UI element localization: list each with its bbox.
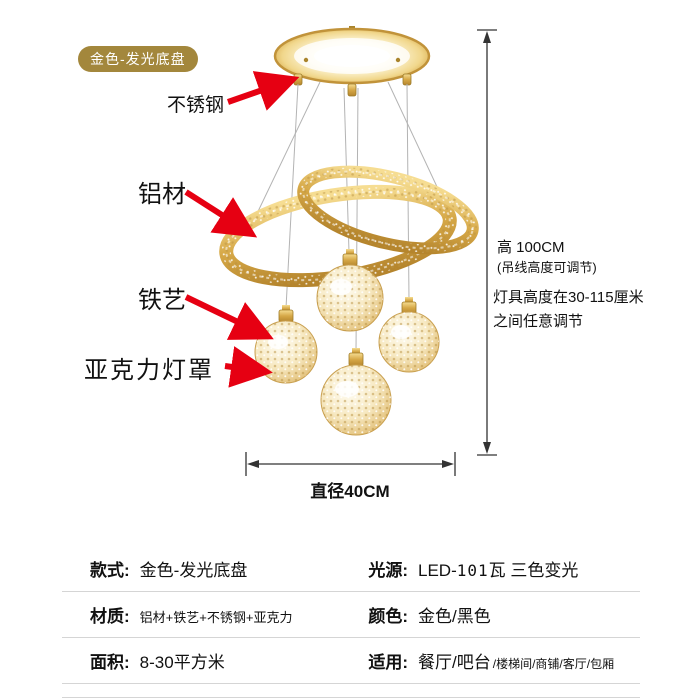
led-suffix: 瓦 三色变光	[488, 561, 579, 580]
crystal-ball-left	[254, 305, 318, 384]
height-value: 高 100CM	[497, 239, 565, 256]
arrow-iron	[184, 294, 274, 340]
spec-label-light-source: 光源:	[368, 561, 408, 580]
led-prefix: LED-	[418, 561, 457, 580]
label-iron: 铁艺	[138, 287, 186, 314]
height-dimension-line	[477, 29, 497, 456]
spec-label-usage: 适用:	[368, 653, 408, 672]
spec-row-material-color: 材质: 铝材+铁艺+不锈钢+亚克力 颜色: 金色/黑色	[62, 592, 640, 638]
label-stainless-steel: 不锈钢	[167, 95, 225, 116]
spec-value-light-source: LED-101瓦 三色变光	[418, 556, 578, 581]
spec-value-color: 金色/黑色	[418, 607, 491, 626]
height-range-note: 灯具高度在30-115厘米	[493, 289, 644, 306]
label-acrylic-shade: 亚克力灯罩	[84, 357, 214, 384]
led-wattage: 101	[456, 561, 489, 580]
spec-label-material: 材质:	[90, 607, 130, 626]
spec-row-style-source: 款式: 金色-发光底盘 光源: LED-101瓦 三色变光	[62, 546, 640, 592]
crystal-ball-top	[316, 249, 384, 332]
crystal-ball-bottom	[320, 348, 392, 436]
spec-value-material: 铝材+铁艺+不锈钢+亚克力	[139, 610, 293, 625]
diameter-value: 直径40CM	[310, 482, 390, 501]
spec-value-usage-small: /楼梯间/商铺/客厅/包厢	[492, 657, 615, 671]
style-badge: 金色-发光底盘	[78, 46, 198, 72]
spec-label-area: 面积:	[90, 653, 130, 672]
label-aluminum: 铝材	[138, 181, 186, 208]
spec-value-style: 金色-发光底盘	[139, 561, 248, 580]
spec-label-style: 款式:	[90, 561, 130, 580]
height-note-adjustable: (吊线高度可调节)	[497, 260, 597, 275]
annotation-arrows	[184, 71, 300, 388]
arrow-aluminum	[184, 189, 258, 238]
light-ring-small	[297, 165, 479, 255]
spec-table: 款式: 金色-发光底盘 光源: LED-101瓦 三色变光 材质: 铝材+铁艺+…	[62, 546, 640, 684]
table-partial-divider	[62, 697, 640, 698]
spec-value-usage-main: 餐厅/吧台	[418, 653, 491, 672]
height-range-note-2: 之间任意调节	[493, 313, 584, 330]
diameter-dimension-line	[245, 452, 456, 476]
spec-value-area: 8-30平方米	[139, 653, 225, 672]
crystal-ball-right	[378, 297, 440, 373]
spec-label-color: 颜色:	[368, 607, 408, 626]
spec-row-area-usage: 面积: 8-30平方米 适用: 餐厅/吧台 /楼梯间/商铺/客厅/包厢	[62, 638, 640, 684]
arrow-acrylic	[224, 346, 273, 388]
arrow-stainless	[227, 71, 300, 111]
